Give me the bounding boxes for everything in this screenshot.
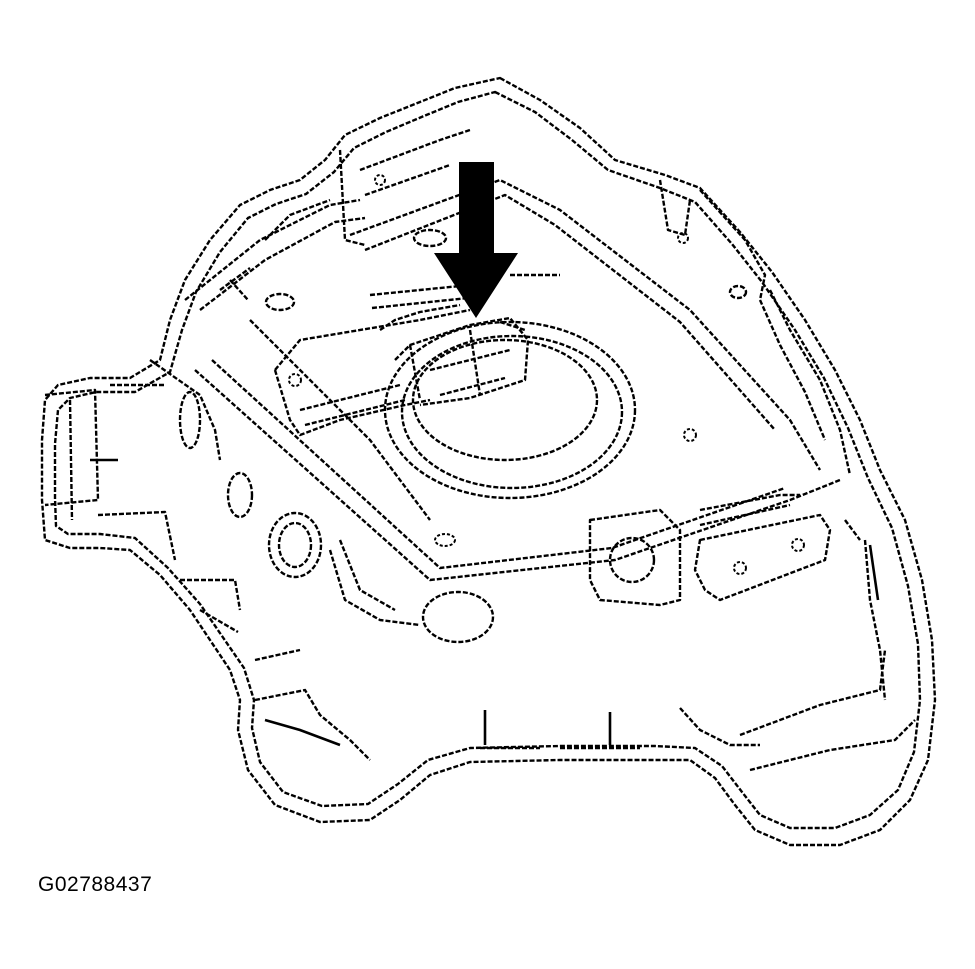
figure-id-label: G02788437	[38, 873, 153, 896]
left-connector	[44, 359, 323, 579]
housing-outline	[40, 76, 937, 847]
right-bracket	[588, 179, 852, 607]
central-round-mount	[369, 228, 637, 500]
lower-details	[180, 519, 916, 772]
actuator-lever	[273, 308, 530, 437]
down-arrow-icon	[434, 162, 518, 318]
upper-left-mount	[184, 128, 471, 312]
base-plate	[194, 178, 841, 582]
